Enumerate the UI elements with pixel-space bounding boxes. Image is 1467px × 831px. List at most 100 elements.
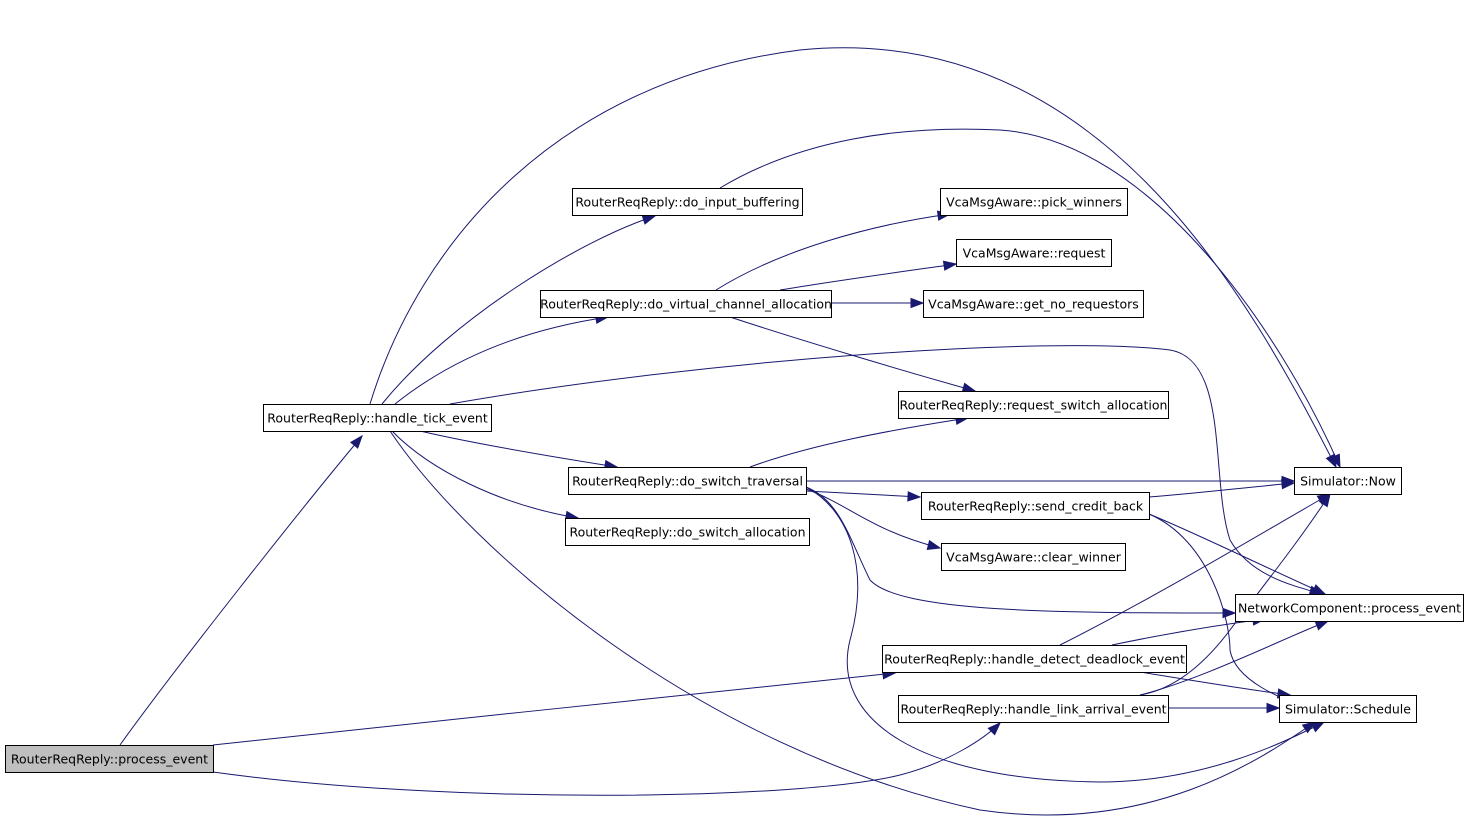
node-label: RouterReqReply::handle_detect_deadlock_e… (884, 652, 1185, 667)
edge-vca-rsa (729, 316, 977, 393)
node-rsa[interactable]: RouterReqReply::request_switch_allocatio… (898, 391, 1169, 419)
node-dst[interactable]: RouterReqReply::do_switch_traversal (568, 467, 807, 495)
node-box[interactable] (568, 467, 807, 495)
node-label: RouterReqReply::send_credit_back (928, 499, 1144, 514)
node-label: RouterReqReply::do_virtual_channel_alloc… (540, 297, 832, 312)
node-box[interactable] (1235, 594, 1464, 622)
edge-dib-now (719, 128, 1341, 469)
node-cw[interactable]: VcaMsgAware::clear_winner (941, 543, 1126, 571)
edge-pe-hte (119, 434, 363, 746)
edge-line (1139, 620, 1329, 696)
arrowhead-icon (1281, 478, 1296, 490)
edge-hlae-now (1139, 492, 1331, 696)
node-box[interactable] (572, 188, 803, 216)
node-box[interactable] (921, 492, 1150, 520)
edge-scb-now (1148, 478, 1296, 498)
node-label: RouterReqReply::handle_tick_event (267, 411, 488, 426)
node-hdde[interactable]: RouterReqReply::handle_detect_deadlock_e… (882, 645, 1187, 673)
edge-pe-hlae (212, 721, 1002, 796)
node-hlae[interactable]: RouterReqReply::handle_link_arrival_even… (898, 695, 1169, 723)
arrowhead-icon (961, 382, 977, 393)
node-hte[interactable]: RouterReqReply::handle_tick_event (263, 404, 492, 432)
edge-line (212, 672, 896, 746)
node-dib[interactable]: RouterReqReply::do_input_buffering (572, 188, 803, 216)
edge-line (805, 488, 941, 549)
node-box[interactable] (540, 290, 832, 318)
edge-pe-hdde (212, 669, 897, 746)
node-box[interactable] (956, 239, 1112, 267)
node-sch[interactable]: Simulator::Schedule (1279, 695, 1417, 723)
node-gnr[interactable]: VcaMsgAware::get_no_requestors (923, 290, 1144, 318)
node-label: RouterReqReply::do_switch_allocation (569, 525, 805, 540)
edge-hte-vca (394, 313, 610, 405)
edge-vca-pw (715, 210, 952, 291)
node-ncpe[interactable]: NetworkComponent::process_event (1235, 594, 1464, 622)
node-box[interactable] (940, 188, 1128, 216)
edge-line (1148, 482, 1295, 498)
node-label: RouterReqReply::handle_link_arrival_even… (900, 702, 1166, 717)
edge-hdde-sch (1139, 671, 1292, 699)
node-box[interactable] (565, 518, 810, 546)
edge-hte-sch (389, 430, 1317, 816)
node-box[interactable] (898, 391, 1169, 419)
edge-line (212, 722, 1001, 796)
arrowhead-icon (942, 260, 958, 271)
node-label: VcaMsgAware::clear_winner (946, 550, 1122, 565)
arrowhead-icon (1310, 721, 1326, 733)
edge-line (749, 417, 969, 468)
edge-line (419, 430, 618, 468)
node-box[interactable] (923, 290, 1144, 318)
node-box[interactable] (5, 745, 214, 773)
node-box[interactable] (898, 695, 1169, 723)
edge-dst-cw (805, 488, 942, 550)
node-label: VcaMsgAware::get_no_requestors (928, 297, 1139, 312)
edge-line (391, 430, 579, 519)
arrowhead-icon (926, 539, 942, 550)
edge-line (805, 486, 1236, 614)
node-box[interactable] (1279, 695, 1417, 723)
edge-line (715, 213, 951, 291)
node-pw[interactable]: VcaMsgAware::pick_winners (940, 188, 1128, 216)
nodes-layer: RouterReqReply::process_event RouterReqRe… (5, 188, 1464, 773)
edge-vca-req (779, 260, 958, 291)
node-now[interactable]: Simulator::Now (1294, 467, 1402, 495)
edge-line (394, 316, 609, 405)
edge-line (1139, 671, 1291, 696)
node-box[interactable] (263, 404, 492, 432)
arrowhead-icon (910, 297, 925, 309)
arrowhead-icon (1266, 702, 1281, 714)
edge-line (119, 435, 363, 746)
edge-scb-ncpe (1148, 513, 1327, 595)
arrowhead-icon (1311, 584, 1327, 595)
node-label: VcaMsgAware::pick_winners (946, 195, 1122, 210)
arrowhead-icon (349, 434, 363, 449)
edge-line (779, 263, 957, 291)
edge-hlae-sch (1168, 702, 1281, 714)
edge-line (369, 47, 1337, 468)
node-label: RouterReqReply::process_event (11, 752, 208, 767)
edge-line (1139, 493, 1331, 696)
node-req[interactable]: VcaMsgAware::request (956, 239, 1112, 267)
edge-dst-rsa (749, 414, 970, 468)
node-box[interactable] (1294, 467, 1402, 495)
arrowhead-icon (1314, 620, 1330, 631)
node-label: RouterReqReply::request_switch_allocatio… (900, 398, 1168, 413)
node-label: RouterReqReply::do_switch_traversal (572, 474, 803, 489)
node-scb[interactable]: RouterReqReply::send_credit_back (921, 492, 1150, 520)
node-pe[interactable]: RouterReqReply::process_event (5, 745, 214, 773)
node-label: NetworkComponent::process_event (1238, 601, 1461, 616)
node-box[interactable] (941, 543, 1126, 571)
edge-line (389, 430, 1316, 816)
edge-dst-scb (805, 490, 922, 502)
node-label: Simulator::Now (1300, 474, 1396, 489)
node-label: VcaMsgAware::request (963, 246, 1106, 261)
edge-hte-now (369, 47, 1337, 469)
edge-dst-ncpe (805, 486, 1237, 619)
node-vca[interactable]: RouterReqReply::do_virtual_channel_alloc… (540, 290, 832, 318)
node-dsa[interactable]: RouterReqReply::do_switch_allocation (565, 518, 810, 546)
arrowhead-icon (907, 491, 922, 502)
node-label: RouterReqReply::do_input_buffering (575, 195, 799, 210)
arrowhead-icon (1318, 492, 1331, 508)
arrowhead-icon (641, 214, 657, 225)
node-box[interactable] (882, 645, 1187, 673)
